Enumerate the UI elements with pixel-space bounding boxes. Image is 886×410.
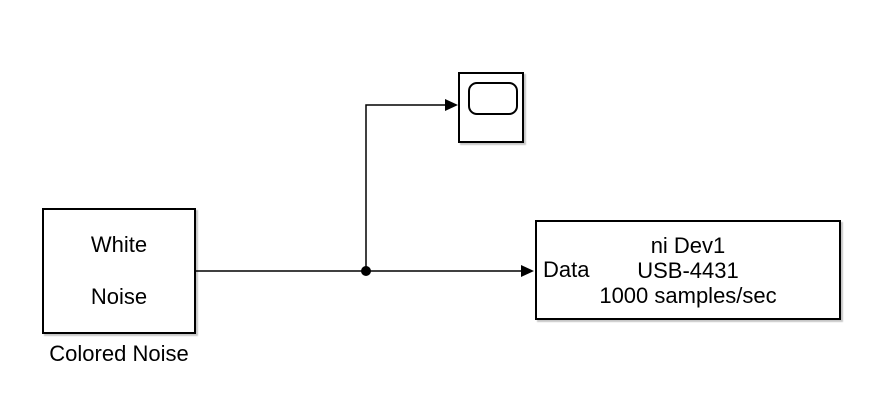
white-noise-title-line2: Noise — [90, 284, 148, 309]
block-daq-output[interactable]: Data ni Dev1 USB-4431 1000 samples/sec — [535, 220, 841, 320]
daq-text-line1: ni Dev1 — [650, 232, 726, 258]
branch-junction-dot — [361, 266, 371, 276]
block-caption-colored-noise[interactable]: Colored Noise — [49, 341, 189, 366]
daq-text-line2: USB-4431 — [637, 257, 739, 283]
white-noise-block-title: White Noise — [91, 232, 147, 310]
wire-branch-to-scope[interactable] — [365, 104, 446, 271]
arrowhead-scope-input — [445, 99, 458, 111]
arrowhead-daq-input — [521, 265, 534, 277]
block-scope[interactable] — [458, 72, 524, 143]
daq-port-label-data: Data — [543, 257, 590, 282]
scope-screen-icon — [468, 82, 518, 115]
daq-text-line3: 1000 samples/sec — [599, 282, 777, 308]
white-noise-title-line1: White — [90, 232, 148, 257]
block-colored-noise[interactable]: White Noise — [42, 208, 196, 334]
daq-block-text: ni Dev1 USB-4431 1000 samples/sec — [599, 233, 776, 308]
